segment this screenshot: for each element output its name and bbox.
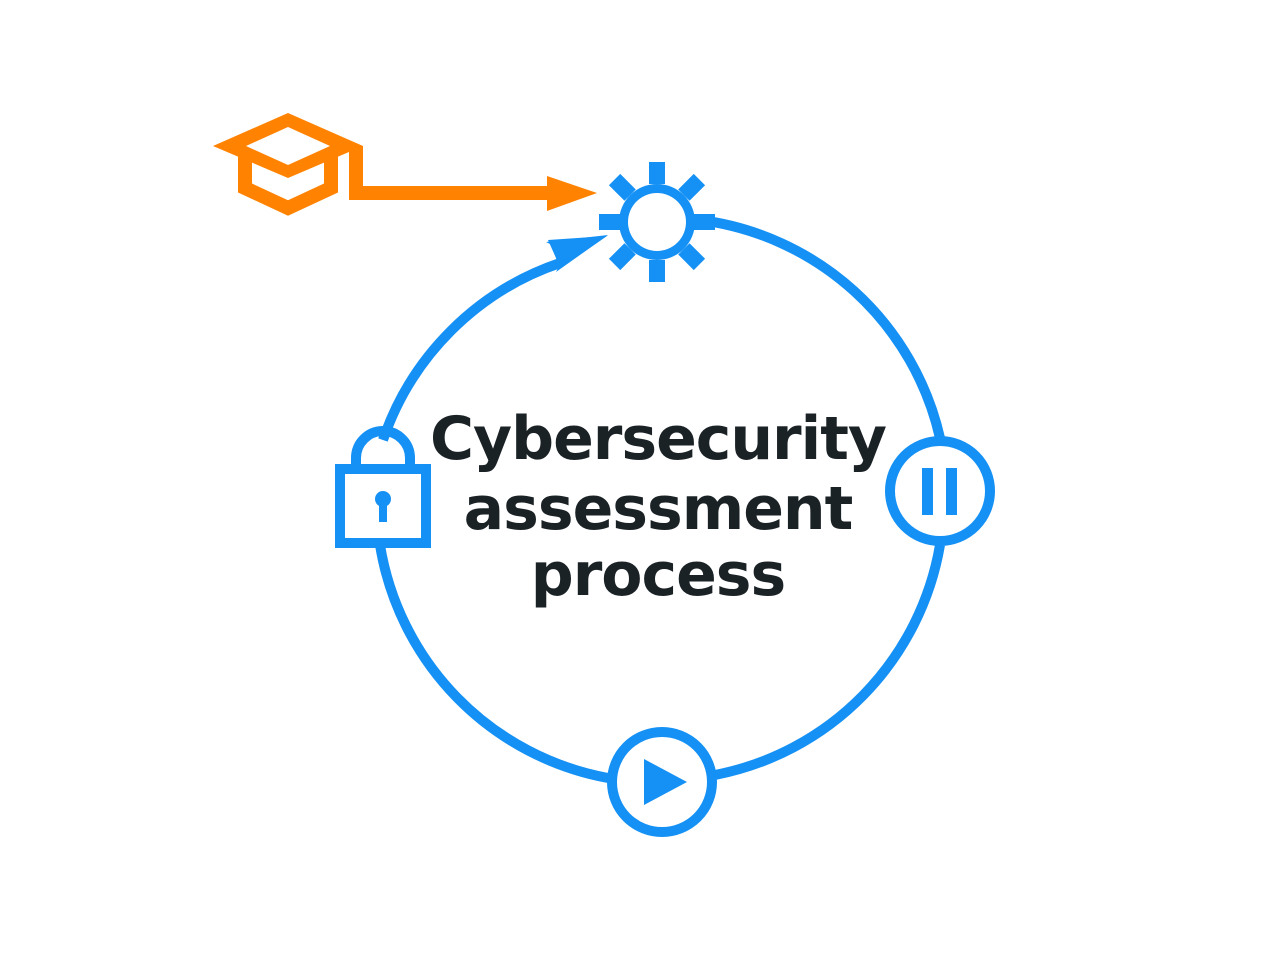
play-icon bbox=[644, 759, 687, 805]
cycle-arrowhead-tip bbox=[546, 235, 608, 272]
arc-lock-to-gear bbox=[378, 258, 562, 442]
graduation-cap-icon[interactable] bbox=[213, 113, 363, 216]
arc-play-to-lock bbox=[375, 544, 609, 783]
pause-node[interactable] bbox=[885, 436, 995, 546]
input-arrow bbox=[349, 146, 597, 211]
pause-icon bbox=[922, 468, 957, 515]
play-node[interactable] bbox=[607, 727, 717, 837]
page-title: Cybersecurity assessment process bbox=[430, 404, 888, 610]
arc-pause-to-play bbox=[714, 544, 945, 780]
cycle-ring bbox=[375, 215, 945, 783]
arc-gear-to-pause bbox=[699, 215, 945, 440]
title-line-2: assessment bbox=[464, 474, 853, 544]
keyhole-icon bbox=[375, 491, 391, 522]
input-arrowhead bbox=[547, 176, 597, 211]
lock-icon[interactable] bbox=[335, 426, 431, 548]
title-line-1: Cybersecurity bbox=[430, 404, 887, 474]
gear-icon[interactable] bbox=[599, 162, 715, 282]
title-line-3: process bbox=[531, 540, 785, 610]
